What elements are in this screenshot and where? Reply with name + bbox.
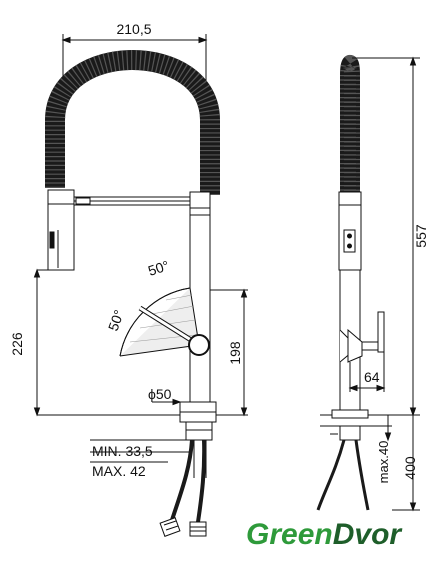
hose-fitting-left <box>159 517 181 537</box>
greendvor-logo: GreenDvor <box>246 518 403 551</box>
spray-head <box>47 189 75 271</box>
logo-part-dvor: Dvor <box>333 518 404 551</box>
dim-total-height: 557 <box>413 224 429 248</box>
side-lever-bulge <box>347 328 363 363</box>
side-lever-handle <box>377 311 385 353</box>
dim-hose-length: 400 <box>402 456 418 480</box>
dim-height-left: 226 <box>9 332 25 356</box>
dim-angle-lower: 50° <box>105 308 127 333</box>
dim-angle-upper: 50° <box>146 257 171 279</box>
min-label: MIN. 33,5 <box>92 443 153 459</box>
body-tube <box>189 191 211 403</box>
max-label: MAX. 42 <box>92 463 146 479</box>
side-base-flange <box>331 409 369 419</box>
supply-hose-right <box>196 439 207 523</box>
spring-hose-arc <box>45 50 220 195</box>
side-hose-left <box>316 439 346 511</box>
dim-reach-side: 64 <box>364 369 380 385</box>
dim-max-deck: max.40 <box>376 441 391 484</box>
lever-knob <box>188 334 210 356</box>
front-view <box>33 34 248 537</box>
svg-text:GreenDvor: GreenDvor <box>246 518 403 551</box>
dim-diameter: ϕ50 <box>148 386 172 402</box>
logo-part-green: Green <box>246 518 333 551</box>
mounting-shank <box>185 421 213 441</box>
hose-fitting-right <box>189 521 207 537</box>
side-view <box>316 55 420 512</box>
side-hose-right <box>354 439 370 511</box>
supply-hose-left <box>170 439 194 521</box>
dim-height-spout: 198 <box>227 341 243 365</box>
dim-width-top: 210,5 <box>116 21 151 37</box>
